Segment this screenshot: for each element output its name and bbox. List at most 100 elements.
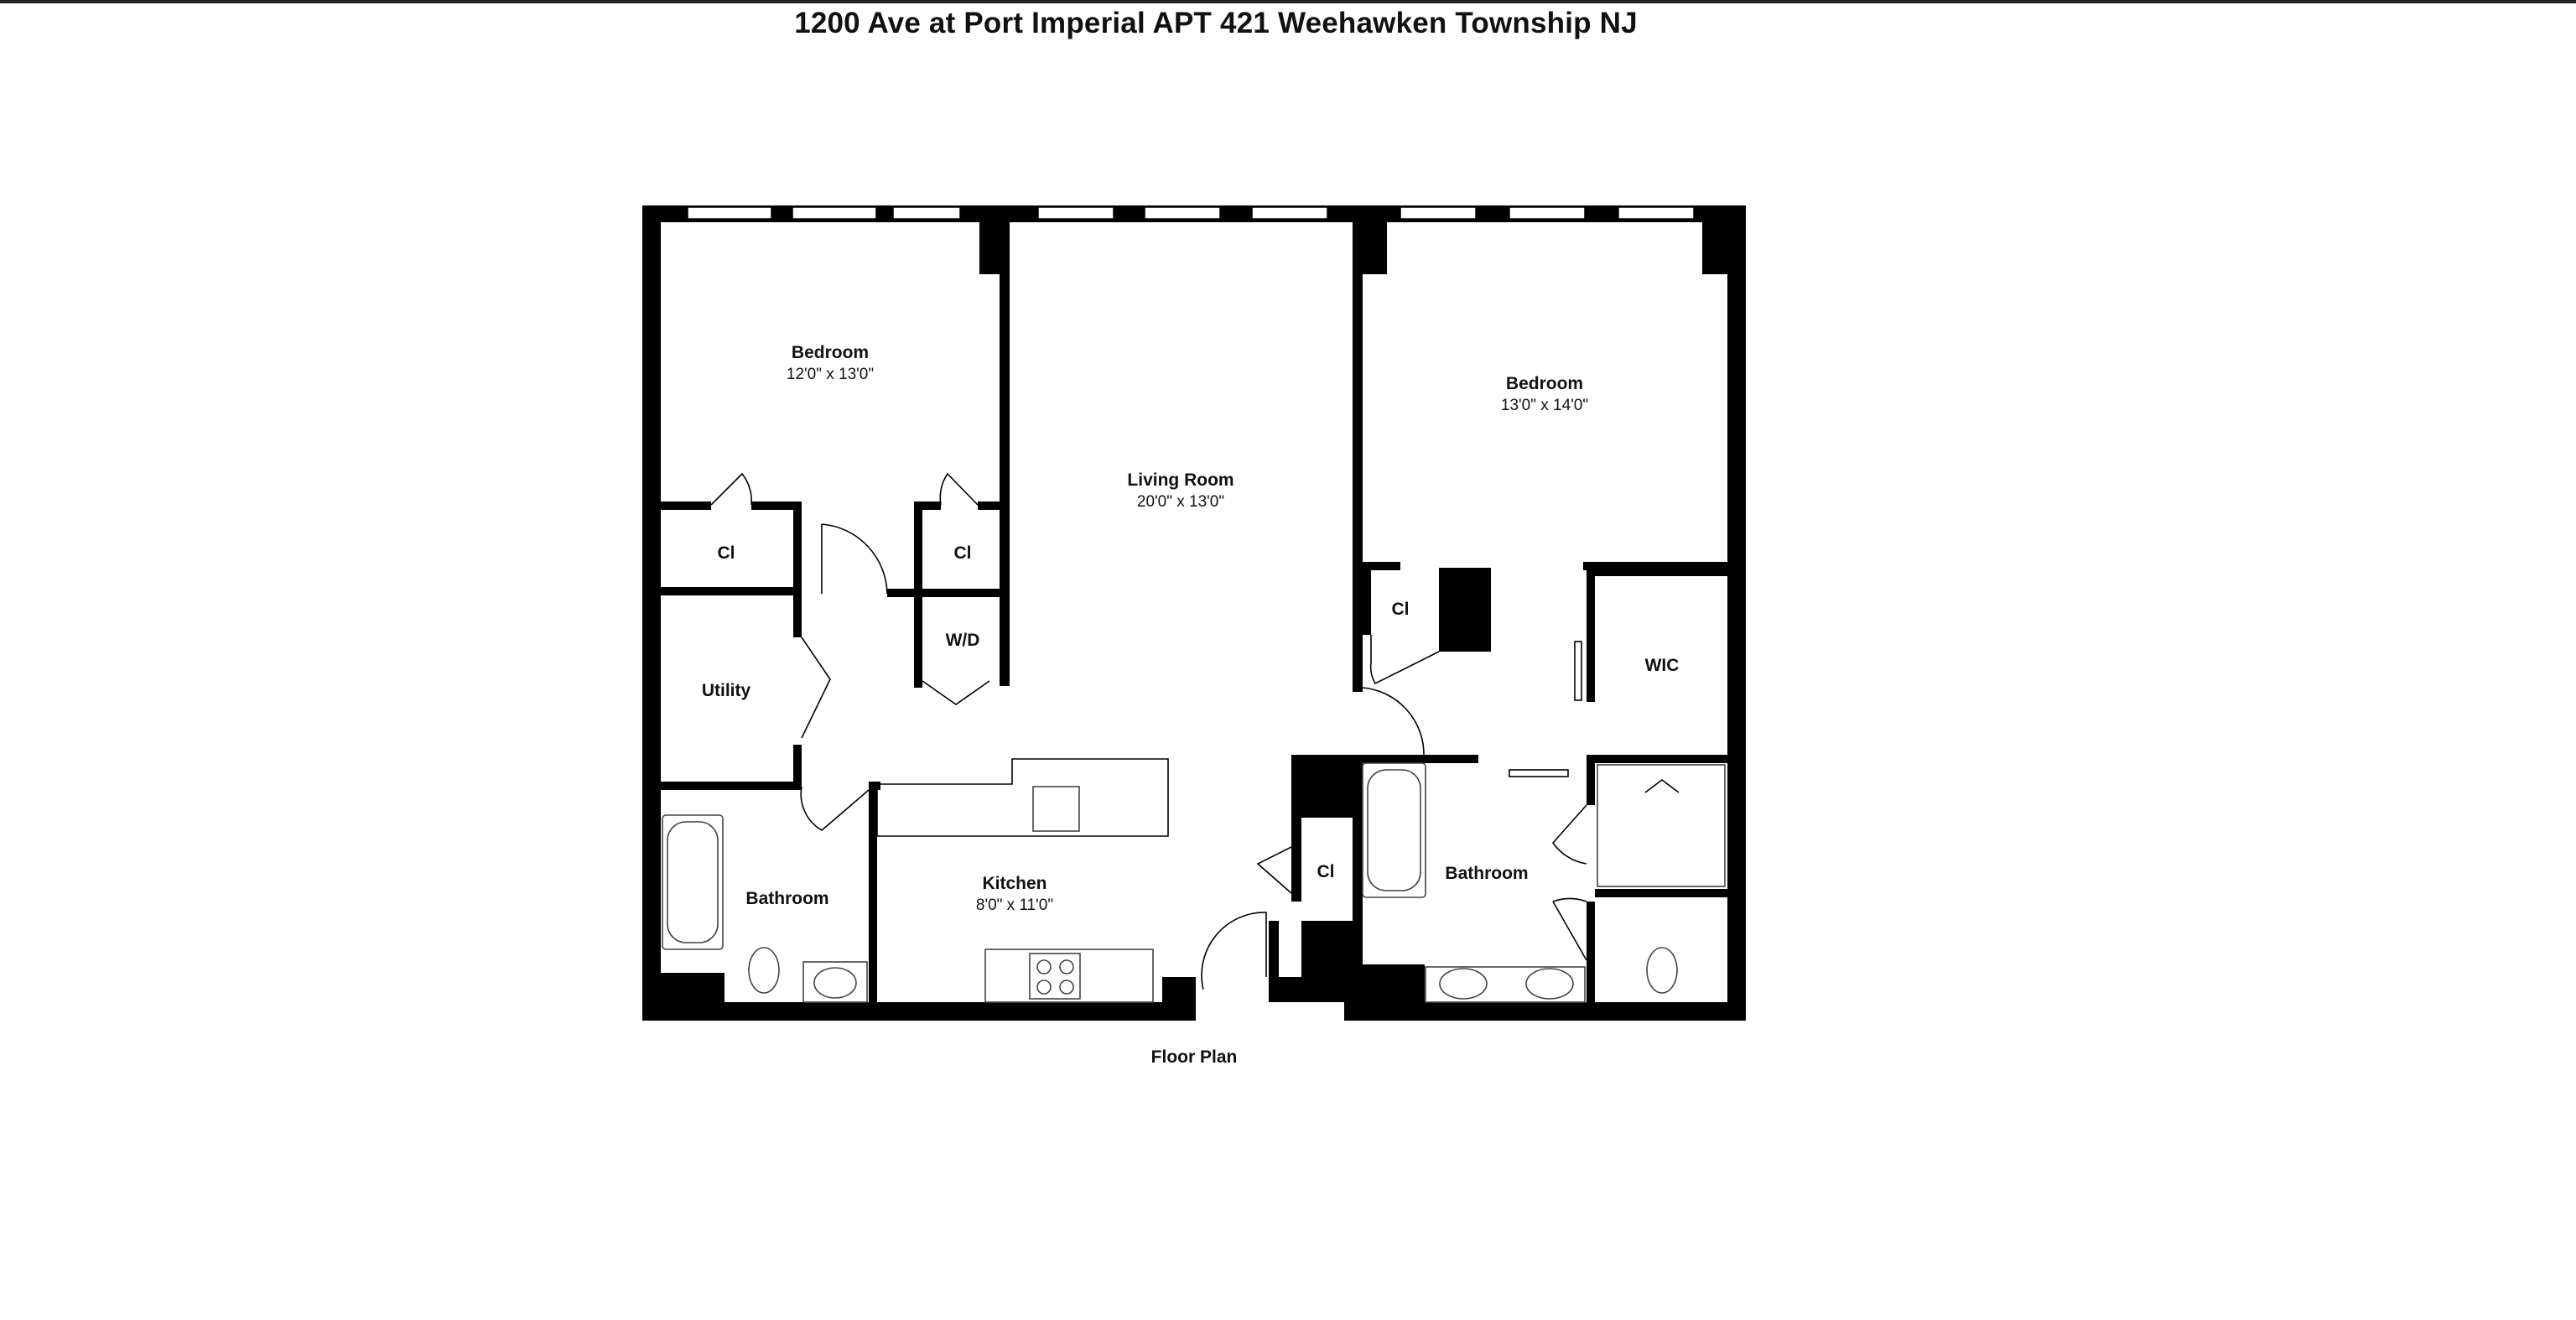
wall bbox=[661, 587, 802, 595]
wall bbox=[1363, 562, 1400, 570]
wall bbox=[1363, 568, 1371, 635]
closet-entry-name: Cl bbox=[1317, 862, 1335, 881]
door-swing bbox=[710, 472, 753, 506]
wall bbox=[1353, 755, 1478, 763]
wall bbox=[1000, 222, 1010, 686]
utility-name: Utility bbox=[702, 681, 751, 700]
wall bbox=[793, 501, 802, 595]
wall bbox=[661, 782, 802, 790]
bedroom-left-dims: 12'0" x 13'0" bbox=[787, 366, 874, 383]
entry-jamb-right bbox=[1269, 977, 1344, 1002]
doors bbox=[710, 472, 1587, 990]
wall bbox=[1269, 921, 1279, 977]
door-swing bbox=[1362, 687, 1425, 756]
page-title: 1200 Ave at Port Imperial APT 421 Weehaw… bbox=[794, 7, 1638, 39]
corner-block bbox=[661, 973, 724, 1002]
door-swing bbox=[801, 637, 831, 739]
wall bbox=[1301, 921, 1353, 977]
toilet bbox=[1646, 947, 1678, 994]
closet-left-2-name: Cl bbox=[954, 543, 972, 563]
door-swing bbox=[1369, 635, 1440, 685]
wall bbox=[869, 782, 880, 790]
wall bbox=[978, 501, 1003, 510]
wall bbox=[914, 501, 941, 510]
door-swing bbox=[1552, 897, 1587, 961]
wall bbox=[1587, 755, 1727, 763]
window bbox=[1618, 206, 1695, 220]
window bbox=[892, 206, 961, 220]
bedroom-right-name: Bedroom bbox=[1506, 374, 1583, 393]
sink bbox=[1439, 968, 1488, 1000]
window bbox=[1509, 206, 1586, 220]
burner bbox=[1059, 959, 1074, 974]
interior-walls bbox=[661, 222, 1727, 1002]
door-swing bbox=[800, 786, 870, 831]
wall bbox=[1291, 818, 1301, 902]
kitchen-island bbox=[876, 758, 1169, 837]
kitchen-name: Kitchen bbox=[982, 874, 1046, 893]
bathroom-left-name: Bathroom bbox=[745, 889, 828, 908]
closet-left-1-name: Cl bbox=[718, 543, 735, 563]
left-wall bbox=[642, 205, 661, 1021]
door-swing bbox=[1256, 846, 1292, 894]
wall bbox=[1587, 568, 1595, 702]
entry-jamb-left bbox=[1162, 977, 1196, 1002]
fixtures bbox=[662, 758, 1726, 1003]
bedroom-left-name: Bedroom bbox=[792, 343, 869, 362]
door-swing bbox=[1201, 912, 1267, 990]
windows bbox=[687, 206, 1695, 220]
wall bbox=[1587, 756, 1595, 805]
wall bbox=[869, 782, 877, 1002]
wall bbox=[887, 589, 1003, 597]
burner bbox=[1059, 980, 1074, 995]
window bbox=[1251, 206, 1328, 220]
wall bbox=[1353, 222, 1363, 692]
bathtub-basin bbox=[667, 821, 719, 943]
window bbox=[792, 206, 877, 220]
column-block bbox=[1702, 222, 1727, 274]
window bbox=[1400, 206, 1477, 220]
wall bbox=[1587, 568, 1727, 576]
living-room-name: Living Room bbox=[1127, 470, 1233, 490]
top-rule bbox=[0, 0, 2576, 3]
wall bbox=[661, 501, 711, 510]
cooktop bbox=[1029, 953, 1081, 1000]
wall bbox=[1439, 568, 1491, 652]
bathtub-basin bbox=[1367, 769, 1421, 891]
floor-plan-caption: Floor Plan bbox=[1151, 1047, 1238, 1067]
sink bbox=[1525, 968, 1574, 1000]
bathroom-right-name: Bathroom bbox=[1445, 864, 1528, 883]
walk-in-closet-name: WIC bbox=[1645, 656, 1680, 675]
living-room-dims: 20'0" x 13'0" bbox=[1137, 493, 1224, 511]
window bbox=[1144, 206, 1221, 220]
room-labels: Bedroom 12'0" x 13'0" Living Room 20'0" … bbox=[702, 343, 1680, 914]
right-wall bbox=[1727, 205, 1746, 1021]
sink bbox=[813, 967, 857, 999]
door-swing bbox=[922, 680, 990, 705]
window bbox=[687, 206, 772, 220]
window bbox=[1037, 206, 1114, 220]
kitchen-sink bbox=[1032, 786, 1080, 832]
wall bbox=[1353, 755, 1363, 1002]
wall bbox=[1595, 889, 1727, 897]
door-swing bbox=[939, 472, 979, 506]
wall bbox=[1587, 902, 1595, 1002]
wall bbox=[793, 745, 802, 787]
bottom-wall-left bbox=[642, 1002, 1196, 1021]
sliding-door bbox=[1509, 769, 1569, 777]
closet-right-name: Cl bbox=[1392, 600, 1410, 619]
sliding-door bbox=[1574, 641, 1582, 701]
shower-head bbox=[1644, 779, 1680, 793]
washer-dryer-name: W/D bbox=[946, 631, 980, 650]
bedroom-right-dims: 13'0" x 14'0" bbox=[1501, 397, 1588, 414]
burner bbox=[1036, 959, 1052, 974]
bottom-wall-right bbox=[1344, 1002, 1746, 1021]
wall bbox=[1291, 755, 1353, 818]
wall bbox=[1583, 562, 1727, 570]
wall bbox=[751, 501, 797, 510]
shower bbox=[1597, 764, 1726, 887]
burner bbox=[1036, 980, 1052, 995]
door-swing bbox=[1551, 804, 1587, 865]
